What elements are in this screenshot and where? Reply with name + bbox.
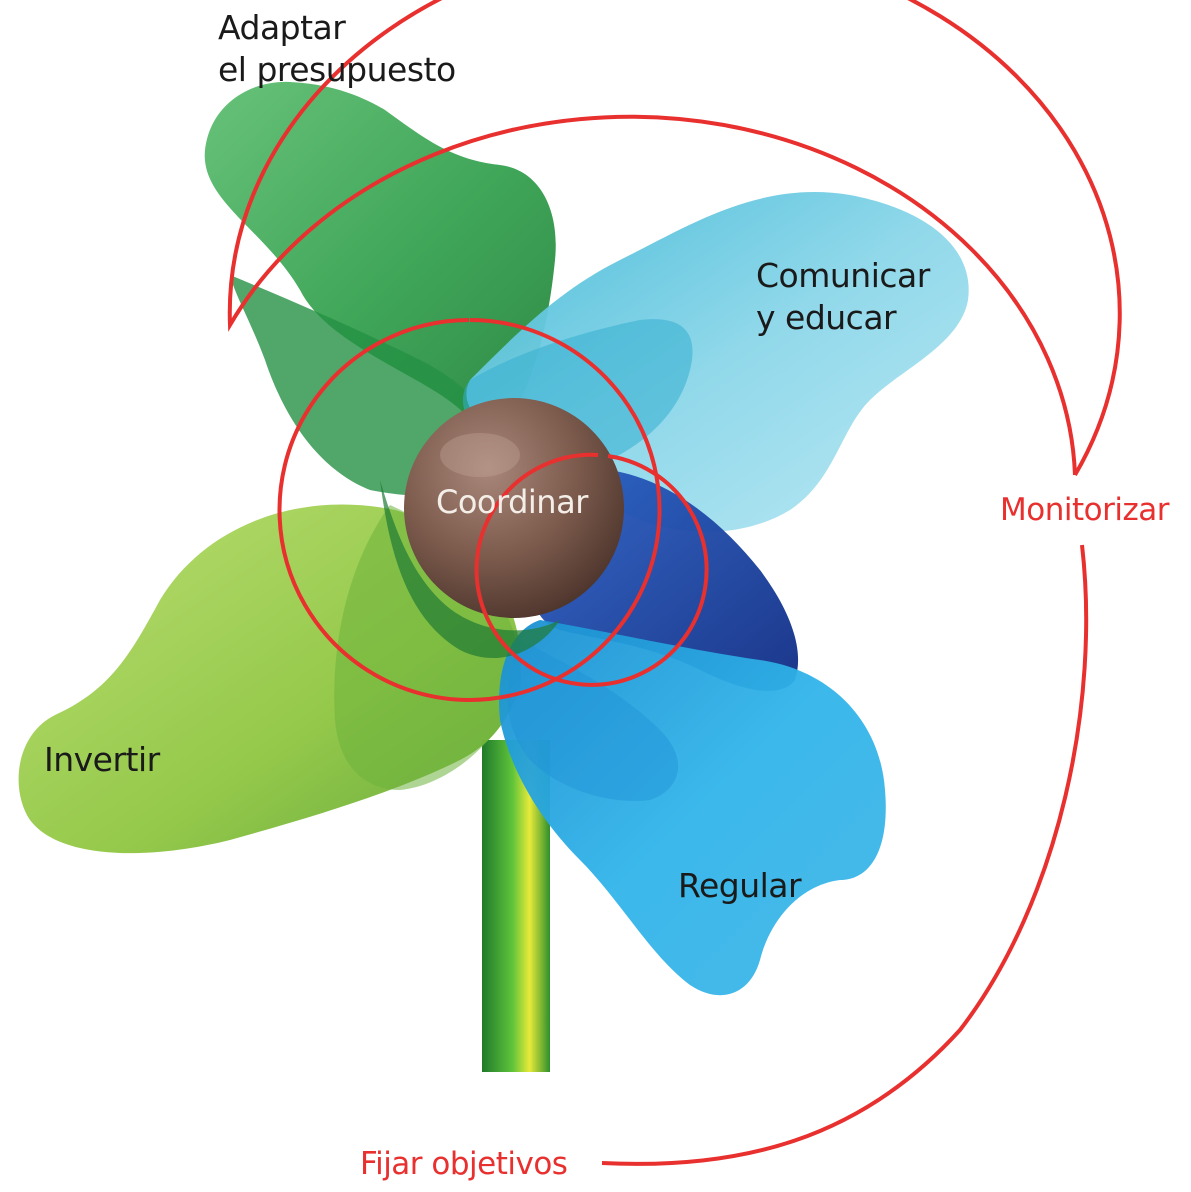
label-comunicar-line2: y educar bbox=[756, 298, 897, 337]
inner-ring bbox=[277, 318, 709, 702]
label-adaptar-line2: el presupuesto bbox=[218, 50, 456, 89]
blade-regular bbox=[499, 620, 886, 996]
blade-center-wrap bbox=[380, 480, 560, 659]
label-regular: Regular bbox=[678, 866, 802, 905]
label-adaptar-line1: Adaptar bbox=[218, 8, 346, 47]
coordinar-hub bbox=[404, 398, 624, 618]
label-coordinar: Coordinar bbox=[436, 483, 588, 521]
label-fijar-objetivos: Fijar objetivos bbox=[360, 1146, 568, 1182]
label-monitorizar: Monitorizar bbox=[1000, 492, 1169, 528]
blade-adaptar bbox=[204, 81, 556, 431]
label-comunicar-line1: Comunicar bbox=[756, 256, 930, 295]
outer-ring bbox=[227, 0, 1122, 477]
hub-highlight bbox=[440, 433, 520, 477]
label-invertir: Invertir bbox=[44, 740, 160, 779]
monitorizar-tail-arc bbox=[601, 544, 1089, 1166]
